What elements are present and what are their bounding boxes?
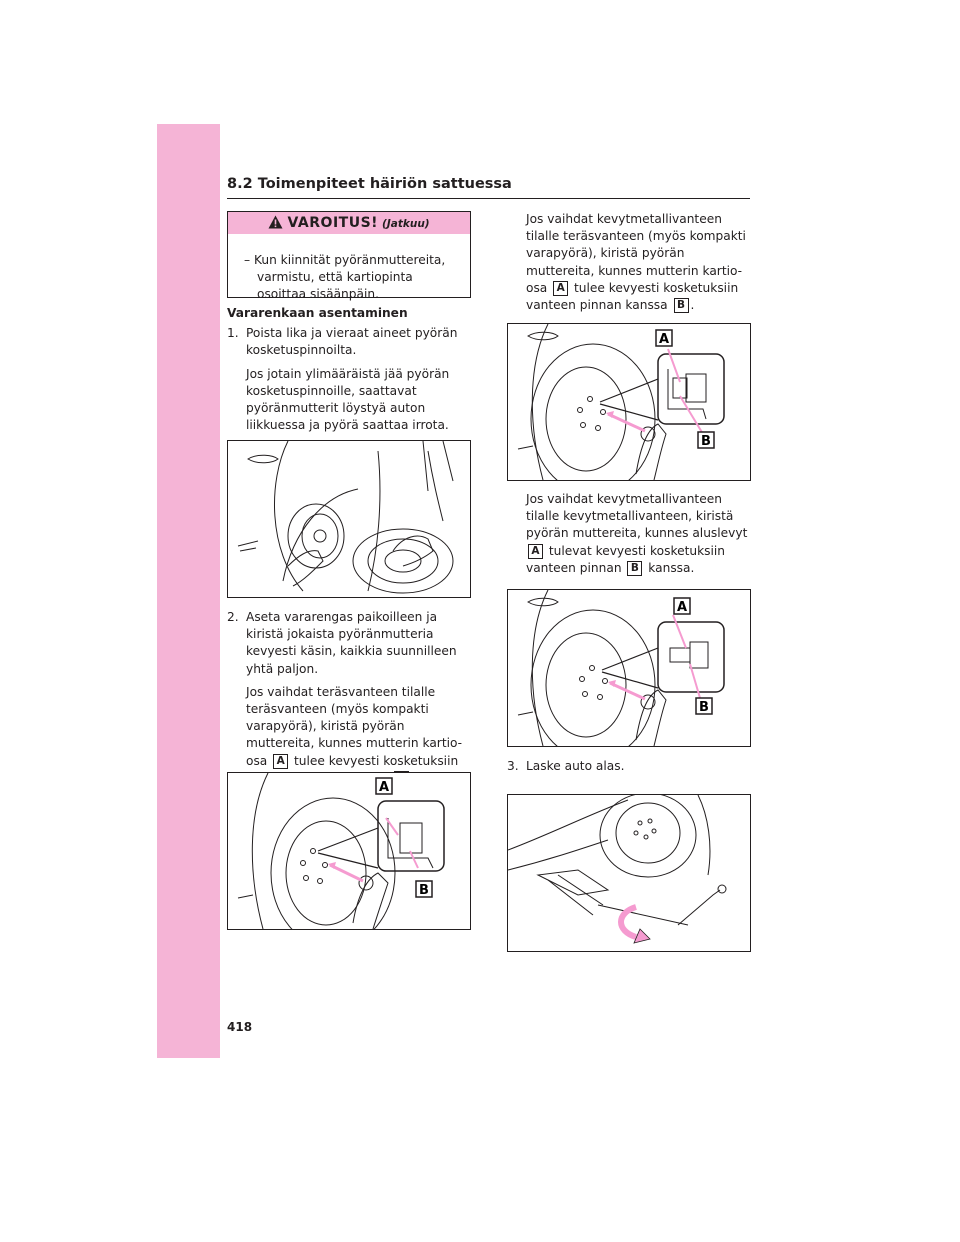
step-2-note-part-a: Jos vaihdat teräsvanteen tilalle teräsva…: [246, 684, 463, 768]
label-a-badge: A: [528, 543, 543, 559]
step-2-text: Aseta vararengas paikoilleen ja kiristä …: [246, 610, 457, 676]
note-2-part-a: Jos vaihdat kevytmetallivanteen tilalle …: [526, 492, 748, 541]
step-3: 3. Laske auto alas.: [507, 758, 751, 775]
warning-title: VAROITUS!: [287, 215, 379, 231]
figure-steel-wheel-nut: A B: [227, 772, 471, 930]
right-text-1: Jos vaihdat kevytmetallivanteen tilalle …: [507, 211, 751, 314]
note-1-part-c: .: [690, 298, 695, 313]
warning-item: – Kun kiinnität pyöränmuttereita, varmis…: [244, 253, 446, 302]
note-1-part-b: tulee kevyesti kosketuksiin vanteen pinn…: [526, 280, 739, 313]
step-2-number: 2.: [227, 610, 239, 624]
label-a-badge: A: [273, 753, 289, 769]
step-1: 1. Poista lika ja vieraat aineet pyörän …: [227, 325, 469, 359]
label-b-badge: B: [673, 298, 689, 314]
note-2: Jos vaihdat kevytmetallivanteen tilalle …: [507, 491, 751, 577]
note-1-part-a: Jos vaihdat kevytmetallivanteen tilalle …: [526, 212, 746, 295]
step-3-number: 3.: [507, 759, 519, 773]
callout-b: B: [699, 700, 709, 715]
callout-b: B: [419, 883, 429, 898]
clean-surfaces-illustration: [237, 441, 454, 594]
subheading: Vararenkaan asentaminen: [227, 306, 408, 320]
alloy-wheel-washer-illustration: A B: [517, 590, 725, 746]
step-3-text: Laske auto alas.: [526, 759, 625, 773]
callout-a: A: [659, 332, 669, 347]
warning-header: VAROITUS!(Jatkuu): [228, 212, 470, 234]
left-text-lower: 2. Aseta vararengas paikoilleen ja kiris…: [227, 609, 472, 787]
callout-b: B: [701, 434, 711, 449]
steel-to-alloy-nut-illustration: A B: [517, 324, 725, 480]
page-number: 418: [227, 1020, 253, 1034]
note-1: Jos vaihdat kevytmetallivanteen tilalle …: [507, 211, 751, 314]
lower-vehicle-illustration: [508, 795, 727, 944]
steel-wheel-nut-illustration: A B: [237, 773, 445, 929]
section-header: 8.2 Toimenpiteet häiriön sattuessa: [227, 176, 750, 199]
callout-a: A: [379, 780, 389, 795]
right-text-3: 3. Laske auto alas.: [507, 758, 751, 775]
figure-clean-surfaces: [227, 440, 471, 598]
note-2-part-c: kanssa.: [648, 560, 695, 575]
figure-lower-vehicle: [507, 794, 751, 952]
step-1-text: Poista lika ja vieraat aineet pyörän kos…: [246, 326, 458, 358]
warning-continued: (Jatkuu): [382, 218, 430, 230]
warning-icon: [268, 215, 283, 229]
right-text-2: Jos vaihdat kevytmetallivanteen tilalle …: [507, 491, 751, 577]
step-1-note: Jos jotain ylimääräistä jää pyörän koske…: [246, 366, 450, 433]
step-2: 2. Aseta vararengas paikoilleen ja kiris…: [227, 609, 472, 678]
label-a-badge: A: [553, 280, 569, 296]
label-b-badge: B: [627, 560, 643, 576]
chapter-sidebar-tab: [157, 124, 220, 1058]
figure-alloy-wheel-washer: A B: [507, 589, 751, 747]
warning-box: VAROITUS!(Jatkuu) – Kun kiinnität pyörän…: [227, 211, 471, 301]
left-text-upper: Vararenkaan asentaminen 1. Poista lika j…: [227, 305, 469, 434]
callout-a: A: [677, 600, 687, 615]
figure-steel-to-alloy-nut: A B: [507, 323, 751, 481]
step-1-number: 1.: [227, 326, 239, 341]
note-2-part-b: tulevat kevyesti kosketuksiin vanteen pi…: [526, 543, 725, 575]
